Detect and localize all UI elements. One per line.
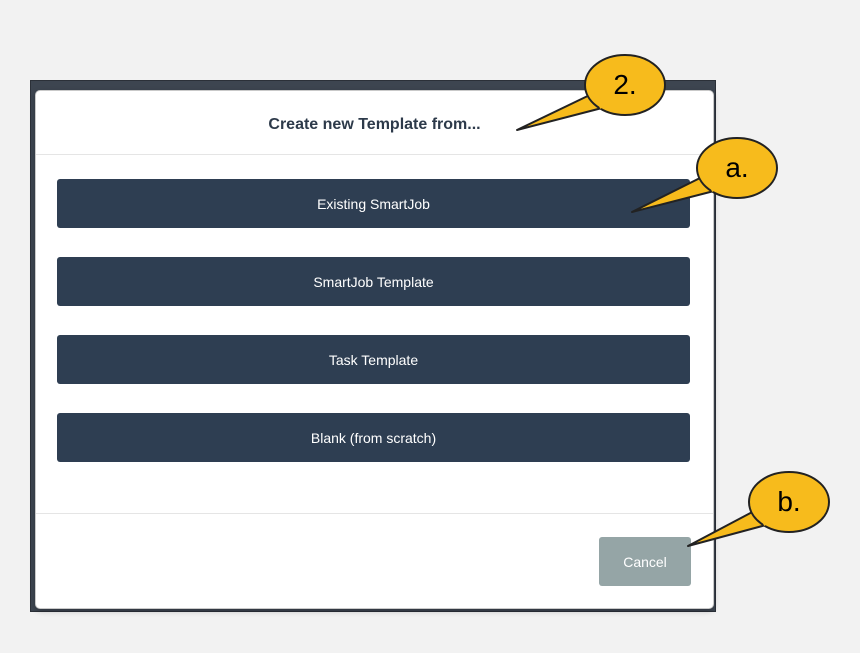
callout-b-label: b. bbox=[777, 486, 801, 517]
dialog-footer: Cancel bbox=[36, 513, 713, 608]
existing-smartjob-button[interactable]: Existing SmartJob bbox=[57, 179, 690, 228]
dialog-header: Create new Template from... bbox=[36, 91, 713, 155]
dialog-body: Existing SmartJob SmartJob Template Task… bbox=[36, 155, 713, 513]
callout-a-label: a. bbox=[725, 152, 749, 183]
callout-2-label: 2. bbox=[613, 69, 637, 100]
blank-from-scratch-button[interactable]: Blank (from scratch) bbox=[57, 413, 690, 462]
create-template-dialog: Create new Template from... Existing Sma… bbox=[35, 90, 714, 609]
cancel-button[interactable]: Cancel bbox=[599, 537, 691, 586]
smartjob-template-button[interactable]: SmartJob Template bbox=[57, 257, 690, 306]
dialog-title: Create new Template from... bbox=[268, 115, 481, 133]
task-template-button[interactable]: Task Template bbox=[57, 335, 690, 384]
